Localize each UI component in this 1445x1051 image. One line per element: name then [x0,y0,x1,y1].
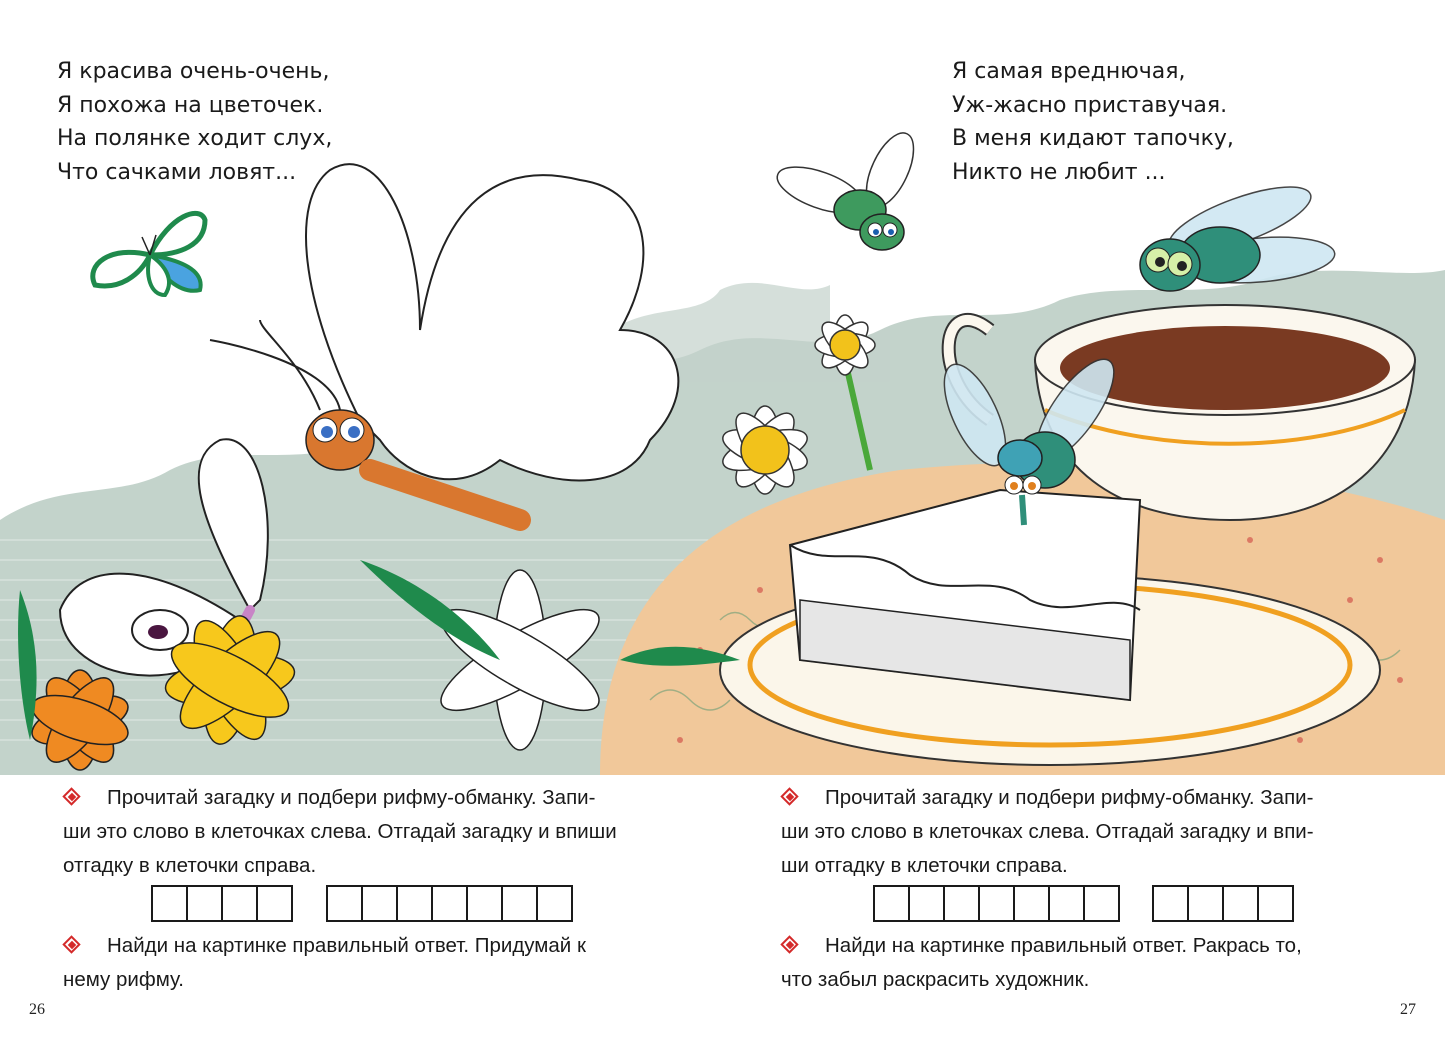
answer-cell[interactable] [258,887,291,920]
answer-cell[interactable] [1224,887,1259,920]
tea-cup [941,304,1417,522]
task-text: ши это слово в клеточках слева. Отгадай … [63,820,617,843]
task-instruction-left-1: Прочитай загадку и подбери рифму-обманку… [63,781,617,883]
red-diamond-bullet-icon [781,936,799,954]
answer-cell[interactable] [538,887,571,920]
fly-on-cake [943,358,1115,526]
fly-flying [776,132,915,251]
task-instruction-right-1: Прочитай загадку и подбери рифму-обманку… [781,781,1314,883]
page-number-right: 27 [1400,1001,1416,1018]
small-butterfly [90,210,208,298]
task-text: Прочитай загадку и подбери рифму-обманку… [107,786,596,809]
task-instruction-right-2: Найди на картинке правильный ответ. Ракр… [781,929,1302,997]
red-diamond-bullet-icon [63,788,81,806]
riddle-poem-right: Я самая вреднючая, Уж-жасно приставучая.… [952,55,1234,189]
poem-line: Я красива очень-очень, [57,59,330,84]
answer-cell[interactable] [153,887,188,920]
task-text: Найди на картинке правильный ответ. Ракр… [825,934,1302,957]
answer-cell[interactable] [398,887,433,920]
answer-cell[interactable] [910,887,945,920]
task-text: Прочитай загадку и подбери рифму-обманку… [825,786,1314,809]
butterfly-dragonfly [209,163,680,531]
answer-cell[interactable] [468,887,503,920]
illustration-canvas [0,132,1445,775]
answer-cell[interactable] [945,887,980,920]
fly-on-cup [1139,186,1336,292]
task-text: ши отгадку в клеточки справа. [781,854,1068,877]
task-text: ши это слово в клеточках слева. Отгадай … [781,820,1314,843]
lilies [18,560,740,771]
task-text: что забыл раскрасить художник. [781,968,1090,991]
answer-boxes-rhyme-left [151,885,293,922]
answer-cell[interactable] [1189,887,1224,920]
riddle-poem-left: Я красива очень-очень, Я похожа на цвето… [57,55,332,189]
poem-line: Никто не любит ... [952,159,1166,185]
daisies [722,314,876,495]
answer-cell[interactable] [188,887,223,920]
poem-line: Что сачками ловят... [57,159,297,185]
page-number-left: 26 [29,1001,45,1018]
poem-line: Уж-жасно приставучая. [952,92,1228,118]
answer-cell[interactable] [223,887,258,920]
task-text: Найди на картинке правильный ответ. Прид… [107,934,586,957]
poem-line: На полянке ходит слух, [57,126,333,151]
answer-boxes-solution-left [326,885,573,922]
task-text: нему рифму. [63,968,184,991]
poem-line: Я самая вреднючая, [952,59,1186,84]
answer-boxes-rhyme-right [873,885,1120,922]
task-instruction-left-2: Найди на картинке правильный ответ. Прид… [63,929,586,997]
answer-cell[interactable] [328,887,363,920]
spread-illustration [0,132,1445,775]
task-text: отгадку в клеточки справа. [63,854,317,877]
red-diamond-bullet-icon [781,788,799,806]
answer-cell[interactable] [1259,887,1292,920]
answer-cell[interactable] [1154,887,1189,920]
answer-cell[interactable] [1050,887,1085,920]
poem-line: В меня кидают тапочку, [952,126,1234,151]
answer-cell[interactable] [875,887,910,920]
answer-cell[interactable] [433,887,468,920]
answer-cell[interactable] [1015,887,1050,920]
answer-cell[interactable] [1085,887,1118,920]
answer-cell[interactable] [363,887,398,920]
answer-cell[interactable] [980,887,1015,920]
red-diamond-bullet-icon [63,936,81,954]
cake-slice [788,488,1142,702]
answer-cell[interactable] [503,887,538,920]
answer-boxes-solution-right [1152,885,1294,922]
poem-line: Я похожа на цветочек. [57,92,324,118]
